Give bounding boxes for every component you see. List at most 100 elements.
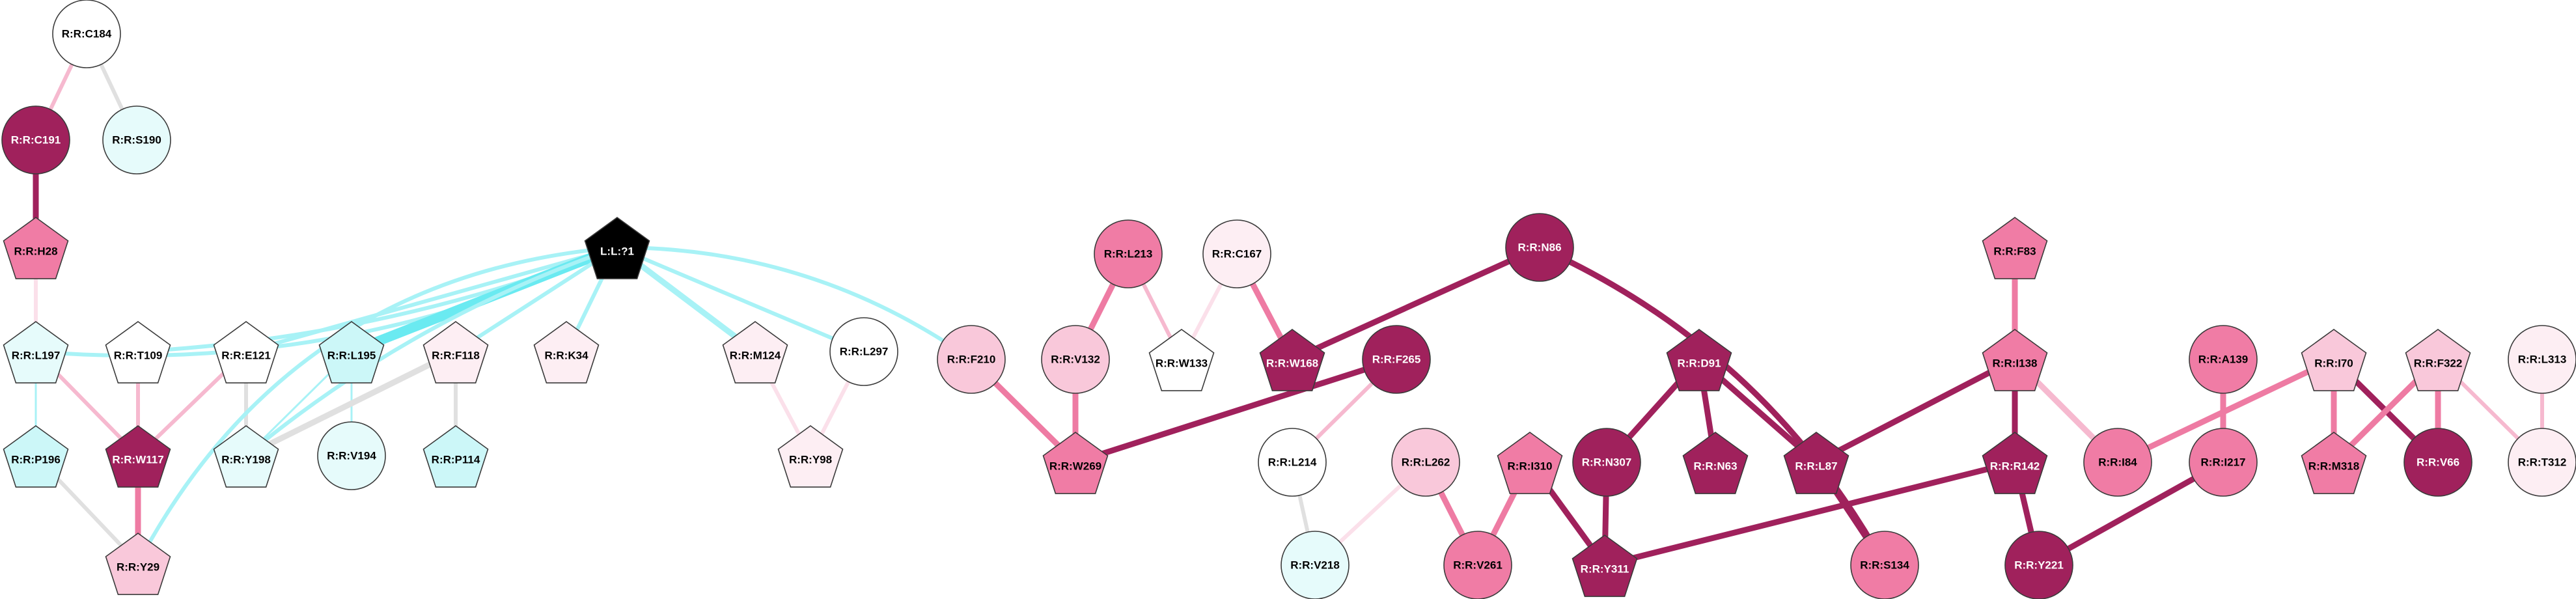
edge-i217-y221 [2036,459,2226,568]
node-label: R:R:W133 [1156,357,1208,370]
edge-l71-f210 [615,245,973,361]
node-w269: R:R:W269 [1042,432,1109,494]
node-label: R:R:L262 [1402,456,1450,469]
node-pentagon-shape [1982,432,2048,494]
node-label: R:R:F322 [2414,357,2463,370]
node-label: R:R:S134 [1860,559,1909,572]
node-w117: R:R:W117 [105,425,171,488]
node-s190: R:R:S190 [102,105,171,174]
node-l71: L:L:?1 [584,217,650,279]
node-pentagon-shape [422,425,489,488]
node-label: R:R:W117 [112,454,163,466]
node-pentagon-shape [722,321,788,383]
node-r142: R:R:R142 [1982,432,2048,494]
node-circle-shape [2004,531,2073,599]
node-l214: R:R:L214 [1258,428,1327,497]
node-pentagon-shape [3,321,69,383]
node-l297: R:R:L297 [829,317,898,386]
node-label: R:R:L214 [1268,456,1317,469]
node-v194: R:R:V194 [317,421,386,490]
node-pentagon-shape [1572,535,1638,597]
node-pentagon-shape [1497,432,1563,494]
node-n63: R:R:N63 [1682,432,1749,494]
node-pentagon-shape [533,321,600,383]
node-e121: R:R:E121 [213,321,279,383]
edge-n86-s134 [1536,244,1888,568]
node-label: R:R:T109 [114,350,163,362]
node-pentagon-shape [213,321,279,383]
node-circle-shape [1041,325,1110,394]
node-l262: R:R:L262 [1391,428,1460,497]
node-pentagon-shape [1982,329,2048,391]
node-label: R:R:Y198 [221,454,271,466]
node-label: R:R:R142 [1990,460,2040,473]
node-m124: R:R:M124 [722,321,788,383]
node-label: R:R:A139 [2198,354,2249,366]
node-label: R:R:I138 [1993,357,2038,370]
node-label: R:R:I70 [2314,357,2353,370]
node-pentagon-shape [3,425,69,488]
node-label: R:R:S190 [112,134,161,146]
node-y221: R:R:Y221 [2004,531,2073,599]
node-circle-shape [2508,325,2576,394]
node-label: R:R:I84 [2098,456,2137,469]
node-y29: R:R:Y29 [105,533,171,595]
edge-n86-w168 [1289,244,1543,363]
node-circle-shape [1850,531,1919,599]
edge-l71-y198 [244,245,619,458]
node-v261: R:R:V261 [1443,531,1512,599]
node-label: R:R:V66 [2417,456,2459,469]
node-label: R:R:T312 [2518,456,2567,469]
node-label: R:R:N86 [1517,242,1561,254]
node-w133: R:R:W133 [1148,329,1215,391]
node-w168: R:R:W168 [1259,329,1325,391]
node-circle-shape [1281,531,1350,599]
node-p114: R:R:P114 [422,425,489,488]
node-label: R:R:I310 [1508,460,1553,473]
edge-i70-i84 [2114,356,2337,466]
node-label: R:R:P196 [11,454,61,466]
node-circle-shape [2083,428,2152,497]
node-y311: R:R:Y311 [1572,535,1638,597]
edge-l71-f118 [454,245,619,354]
node-circle-shape [52,0,121,68]
node-f265: R:R:F265 [1362,325,1431,394]
node-pentagon-shape [2405,329,2471,391]
node-pentagon-shape [1682,432,1749,494]
node-label: R:R:C184 [62,28,112,40]
node-f83: R:R:F83 [1982,217,2048,279]
node-label: R:R:V132 [1051,354,1100,366]
node-label: R:R:P114 [432,454,480,466]
node-pentagon-shape [105,321,171,383]
node-circle-shape [1362,325,1431,394]
node-i217: R:R:I217 [2189,428,2258,497]
node-label: R:R:L313 [2518,354,2567,366]
node-label: R:R:K34 [544,350,589,362]
node-circle-shape [2189,325,2258,394]
node-pentagon-shape [105,533,171,595]
node-circle-shape [1572,428,1641,497]
node-label: R:R:N307 [1582,456,1632,469]
node-circle-shape [1,105,70,174]
node-label: R:R:F83 [1993,245,2036,258]
node-h28: R:R:H28 [3,217,69,279]
node-label: R:R:W269 [1049,460,1101,473]
node-pentagon-shape [2301,432,2367,494]
node-circle-shape [1443,531,1512,599]
node-i138: R:R:I138 [1982,329,2048,391]
edge-f118-y198 [243,348,459,459]
node-label: R:R:L87 [1795,460,1837,473]
edge-l71-t109 [136,245,619,354]
node-circle-shape [829,317,898,386]
node-label: R:R:Y29 [117,561,159,574]
node-label: R:R:W168 [1266,357,1318,370]
node-label: R:R:Y311 [1581,563,1629,576]
node-s134: R:R:S134 [1850,531,1919,599]
node-v66: R:R:V66 [2403,428,2472,497]
node-label: R:R:F210 [947,354,996,366]
node-n86: R:R:N86 [1505,213,1574,282]
node-circle-shape [1505,213,1574,282]
node-label: L:L:?1 [600,245,634,258]
node-label: R:R:I217 [2201,456,2246,469]
